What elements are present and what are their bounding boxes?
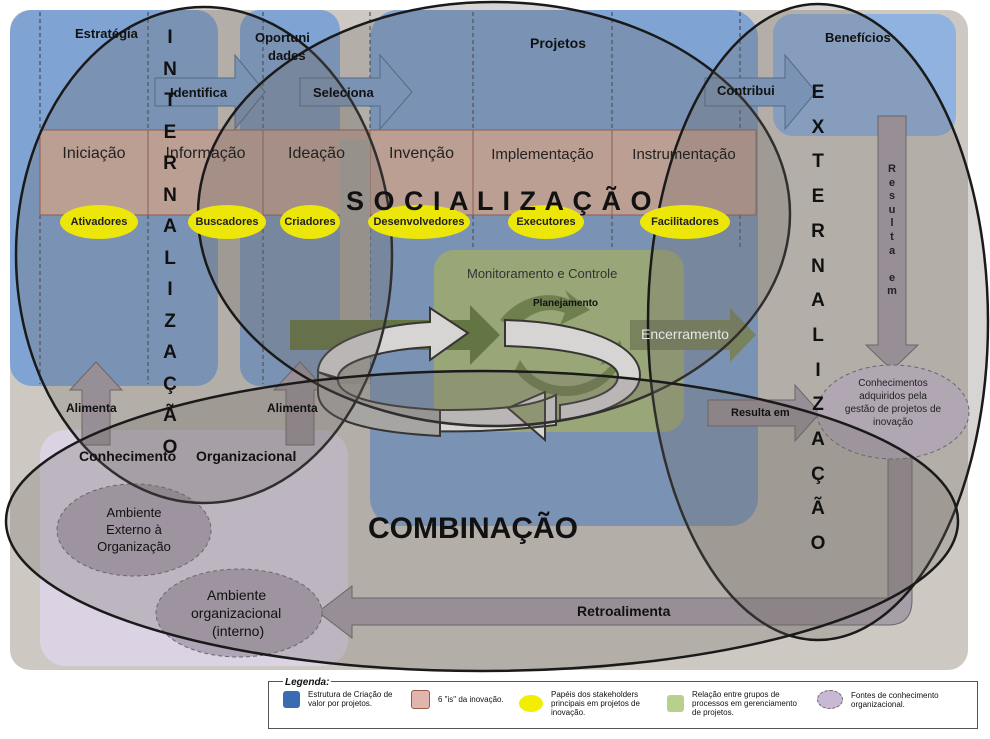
resulta-vertical-arrow: [864, 115, 920, 371]
stage-invencao: Invenção: [389, 145, 454, 162]
alimenta-right-label: Alimenta: [267, 401, 318, 415]
legend-swatch-yellow: [519, 695, 543, 712]
stage-implementacao: Implementação: [491, 145, 594, 163]
alimenta-left-label: Alimenta: [66, 401, 117, 415]
legend-item-knowledge-sources: Fontes de conhecimento organizacional.: [817, 690, 967, 709]
cycle-arrow-top: [316, 306, 470, 380]
opportunities-header-line1: Oportuni: [255, 30, 310, 45]
external-environment: [56, 483, 212, 577]
external-environment-label: Ambiente Externo à Organização: [97, 505, 171, 554]
stage-informacao: Informação: [165, 145, 246, 162]
legend-swatch-blue: [283, 690, 300, 708]
internal-environment-line2: organizacional: [191, 605, 282, 621]
seleciona-label: Seleciona: [313, 85, 374, 100]
legend-item-innovation: 6 "is" da inovação.: [411, 690, 516, 709]
organizational-label: Organizacional: [196, 448, 297, 464]
seleciona-arrow: [299, 53, 413, 131]
stage-ideacao: Ideação: [288, 145, 345, 162]
role-criadores: Criadores: [280, 205, 340, 239]
strategy-header: Estratégia: [75, 26, 138, 41]
resulta-em-vertical: R e s u l t a e m: [887, 163, 897, 298]
knowledge-label: Conhecimento: [79, 448, 177, 464]
alimenta-left-arrow: [68, 361, 124, 446]
opportunities-header-line2: dades: [268, 48, 306, 63]
contribui-arrow: [704, 53, 817, 131]
benefits-header: Benefícios: [825, 30, 891, 45]
combination-label: COMBINAÇÃO: [368, 512, 578, 545]
benefits-column: [773, 14, 956, 136]
acquired-knowledge-label: Conhecimentos adquiridos pela gestão de …: [844, 378, 942, 428]
retroalimenta-arrow: [317, 454, 913, 640]
contribui-label: Contribui: [717, 83, 775, 98]
acquired-knowledge: [816, 364, 970, 460]
identifica-arrow: [154, 53, 266, 131]
retroalimenta-label: Retroalimenta: [577, 603, 671, 619]
legend-swatch-pink: [411, 690, 430, 709]
legend-swatch-green: [667, 695, 684, 712]
legend-item-process-groups: Relação entre grupos de processos em ger…: [667, 690, 807, 717]
planning-label: Planejamento: [533, 298, 599, 309]
role-ativadores: Ativadores: [60, 205, 138, 239]
combination-ellipse: [4, 369, 960, 673]
legend-item-value-structure: Estrutura de Criação de valor por projet…: [283, 690, 408, 708]
innovation-band: [39, 129, 757, 216]
identifica-label: Identifica: [170, 85, 228, 100]
role-desenvolvedores: Desenvolvedores: [368, 205, 470, 239]
internal-environment-line1: Ambiente: [207, 587, 267, 603]
cycle-arrow-left: [317, 370, 441, 438]
control-arc: [515, 340, 630, 397]
projects-header: Projetos: [530, 35, 587, 51]
role-buscadores: Buscadores: [188, 205, 266, 239]
legend-swatch-lavender: [817, 690, 843, 709]
role-executores: Executores: [508, 205, 584, 239]
externalization-ellipse: [646, 2, 990, 642]
stage-iniciacao: Iniciação: [62, 145, 126, 162]
legend-item-stakeholders: Papéis dos stakeholders principais em pr…: [519, 690, 659, 717]
legend: Legenda: Estrutura de Criação de valor p…: [268, 677, 978, 729]
closing-label: Encerramento: [641, 326, 729, 342]
internal-environment: [155, 568, 323, 658]
monitoring-label: Monitoramento e Controle: [467, 266, 618, 281]
stage-instrumentacao: Instrumentação: [632, 145, 736, 163]
resulta-em-label: Resulta em: [731, 407, 790, 419]
resulta-horizontal-arrow: [707, 383, 821, 443]
socialization-label: S O C I A L I Z A Ç Ã O: [346, 186, 653, 216]
internal-environment-line3: (interno): [212, 623, 265, 639]
role-facilitadores: Facilitadores: [640, 205, 730, 239]
legend-title: Legenda:: [283, 677, 332, 688]
